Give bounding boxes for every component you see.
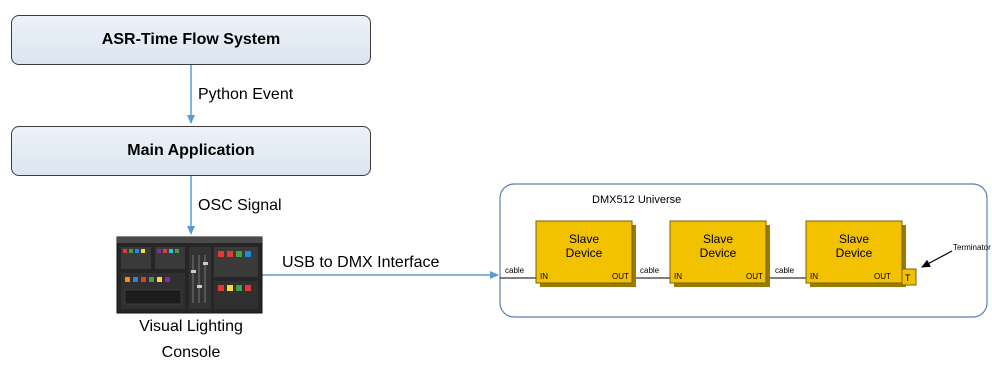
slave-device-3-in: IN <box>810 272 818 281</box>
lighting-console-image <box>116 236 263 314</box>
slave-device-1-line1: Slave <box>569 232 599 246</box>
slave-device-3-line2: Device <box>836 246 873 260</box>
usb-to-dmx-label: USB to DMX Interface <box>282 254 440 271</box>
slave-device-1-line2: Device <box>566 246 603 260</box>
slave-device-2-line1: Slave <box>703 232 733 246</box>
cable-label-3: cable <box>775 266 795 275</box>
slave-device-2: Slave Device IN OUT <box>669 220 770 287</box>
slave-device-1-in: IN <box>540 272 548 281</box>
cable-label-1: cable <box>505 266 525 275</box>
slave-device-1: Slave Device IN OUT <box>535 220 636 287</box>
slave-device-3: Slave Device IN OUT T <box>805 220 917 287</box>
terminator-label: Terminator <box>953 243 991 252</box>
slave-device-3-out: OUT <box>874 272 891 281</box>
cable-label-2: cable <box>640 266 660 275</box>
console-label-line1: Visual Lighting <box>139 318 243 335</box>
terminator-block <box>901 268 917 286</box>
terminator-pointer-arrow <box>921 250 953 268</box>
slave-device-3-line1: Slave <box>839 232 869 246</box>
main-application-node: Main Application <box>11 126 371 176</box>
console-label-line2: Console <box>161 344 221 361</box>
dmx512-universe-title: DMX512 Universe <box>592 194 681 206</box>
python-event-label: Python Event <box>198 86 294 103</box>
terminator-t: T <box>905 273 911 283</box>
slave-device-2-in: IN <box>674 272 682 281</box>
main-application-label: Main Application <box>127 142 255 159</box>
osc-signal-label: OSC Signal <box>198 197 282 214</box>
slave-device-2-out: OUT <box>746 272 763 281</box>
asr-node-label: ASR-Time Flow System <box>101 31 281 48</box>
visual-lighting-console-label: Visual Lighting Console <box>121 314 261 366</box>
slave-device-1-out: OUT <box>612 272 629 281</box>
slave-device-2-line2: Device <box>700 246 737 260</box>
asr-time-flow-system-node: ASR-Time Flow System <box>11 15 371 65</box>
